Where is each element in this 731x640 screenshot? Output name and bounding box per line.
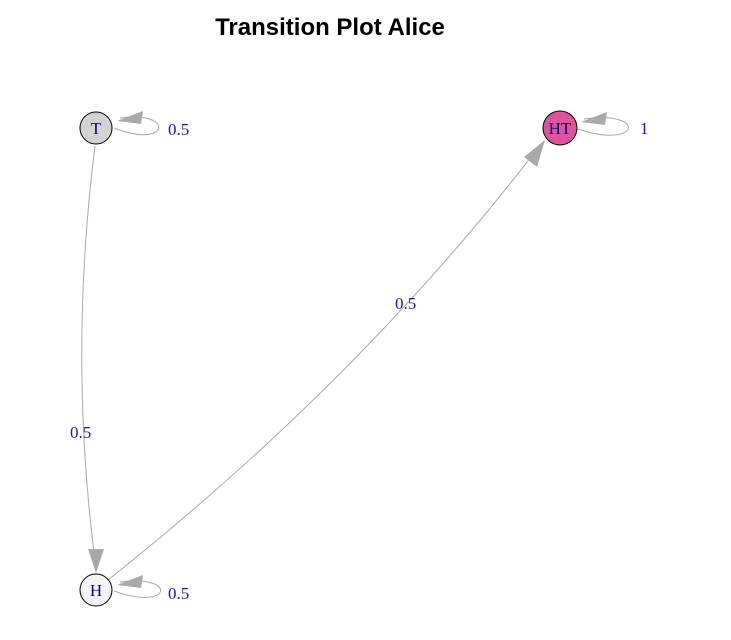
edge-label-HT-HT: 1	[640, 119, 649, 138]
edge-T-T-arrowhead	[117, 111, 143, 124]
edge-HT-HT-arrowhead	[581, 112, 607, 125]
node-label-HT: HT	[549, 119, 572, 138]
edge-label-T-H: 0.5	[70, 423, 91, 442]
node-T: T	[79, 111, 113, 145]
node-label-H: H	[90, 581, 102, 600]
edge-label-H-HT: 0.5	[395, 294, 416, 313]
edge-T-H-arrowhead	[88, 549, 104, 573]
edge-T-H	[81, 145, 97, 569]
edge-label-H-H: 0.5	[168, 584, 189, 603]
node-label-T: T	[91, 119, 102, 138]
edge-label-T-T: 0.5	[168, 120, 189, 139]
edge-H-HT	[107, 147, 539, 581]
node-H: H	[79, 573, 113, 607]
edge-H-H-arrowhead	[117, 575, 143, 588]
plot-title: Transition Plot Alice	[215, 14, 445, 41]
edge-H-HT-arrowhead	[524, 140, 545, 167]
node-HT: HT	[542, 110, 578, 146]
